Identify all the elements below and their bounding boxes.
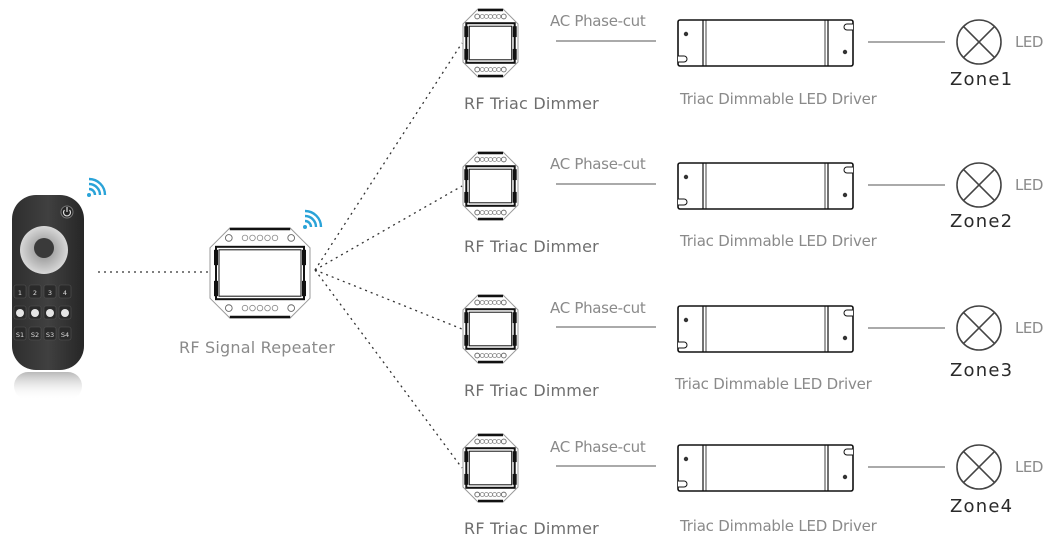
remote-button-label: 1 bbox=[18, 289, 22, 297]
rf-remote: 1 2 3 4S1 S2 S3 S4 bbox=[12, 195, 84, 400]
remote-button bbox=[28, 326, 42, 341]
led-driver-label: Triac Dimmable LED Driver bbox=[680, 517, 877, 535]
remote-button-label: S3 bbox=[46, 331, 54, 339]
led-lamp-icon bbox=[956, 305, 1002, 351]
triac-dimmer-icon bbox=[462, 151, 519, 221]
triac-dimmer-label: RF Triac Dimmer bbox=[464, 381, 599, 400]
zone-label: Zone3 bbox=[950, 360, 1014, 381]
remote-button bbox=[43, 326, 57, 341]
remote-button bbox=[43, 284, 57, 299]
brightness-icon bbox=[46, 309, 54, 317]
remote-button bbox=[13, 326, 27, 341]
led-label: LED bbox=[1015, 458, 1043, 476]
remote-button bbox=[13, 284, 27, 299]
zone-label: Zone1 bbox=[950, 69, 1014, 90]
ac-phase-cut-label: AC Phase-cut bbox=[550, 299, 646, 317]
zone-row bbox=[314, 151, 1002, 271]
led-driver-icon bbox=[677, 19, 854, 67]
led-label: LED bbox=[1015, 33, 1043, 51]
remote-button bbox=[58, 284, 72, 299]
wifi-icon bbox=[303, 209, 323, 229]
led-driver-label: Triac Dimmable LED Driver bbox=[675, 375, 872, 393]
remote-button-grid: 1 2 3 4S1 S2 S3 S4 bbox=[13, 284, 72, 341]
brightness-icon bbox=[16, 309, 24, 317]
ac-phase-cut-label: AC Phase-cut bbox=[550, 12, 646, 30]
brightness-icon bbox=[31, 309, 39, 317]
remote-button-label: 3 bbox=[48, 289, 52, 297]
ac-phase-cut-label: AC Phase-cut bbox=[550, 155, 646, 173]
repeater-label: RF Signal Repeater bbox=[179, 338, 335, 357]
led-lamp-icon bbox=[956, 162, 1002, 208]
wifi-icon bbox=[87, 177, 107, 197]
triac-dimmer-label: RF Triac Dimmer bbox=[464, 519, 599, 538]
repeater-module bbox=[209, 227, 311, 319]
remote-button-label: S2 bbox=[31, 331, 39, 339]
led-driver-label: Triac Dimmable LED Driver bbox=[680, 232, 877, 250]
rf-link-line bbox=[314, 42, 463, 271]
led-label: LED bbox=[1015, 319, 1043, 337]
led-lamp-icon bbox=[956, 19, 1002, 65]
zone-row bbox=[314, 269, 1002, 503]
rf-link-line bbox=[314, 269, 463, 330]
triac-dimmer-icon bbox=[462, 8, 519, 78]
remote-button-label: 4 bbox=[63, 289, 67, 297]
rf-link-line bbox=[314, 269, 463, 469]
led-driver-icon bbox=[677, 162, 854, 210]
remote-button bbox=[28, 284, 42, 299]
remote-button-label: S1 bbox=[16, 331, 24, 339]
ac-phase-cut-label: AC Phase-cut bbox=[550, 438, 646, 456]
zone-row bbox=[314, 8, 1002, 271]
remote-button-label: S4 bbox=[61, 331, 69, 339]
triac-dimmer-icon bbox=[462, 294, 519, 364]
brightness-icon bbox=[61, 309, 69, 317]
triac-dimmer-label: RF Triac Dimmer bbox=[464, 94, 599, 113]
rf-remote-icon bbox=[12, 195, 84, 370]
zone-label: Zone2 bbox=[950, 211, 1014, 232]
zone-label: Zone4 bbox=[950, 496, 1014, 517]
triac-dimmer-label: RF Triac Dimmer bbox=[464, 237, 599, 256]
remote-button-label: 2 bbox=[33, 289, 37, 297]
led-driver-icon bbox=[677, 444, 854, 492]
rf-link-line bbox=[314, 185, 463, 271]
led-label: LED bbox=[1015, 176, 1043, 194]
remote-button bbox=[58, 326, 72, 341]
led-driver-icon bbox=[677, 305, 854, 353]
led-lamp-icon bbox=[956, 444, 1002, 490]
triac-dimmer-icon bbox=[462, 433, 519, 503]
led-driver-label: Triac Dimmable LED Driver bbox=[680, 90, 877, 108]
zone-row bbox=[314, 269, 1002, 364]
repeater-icon bbox=[209, 227, 311, 319]
